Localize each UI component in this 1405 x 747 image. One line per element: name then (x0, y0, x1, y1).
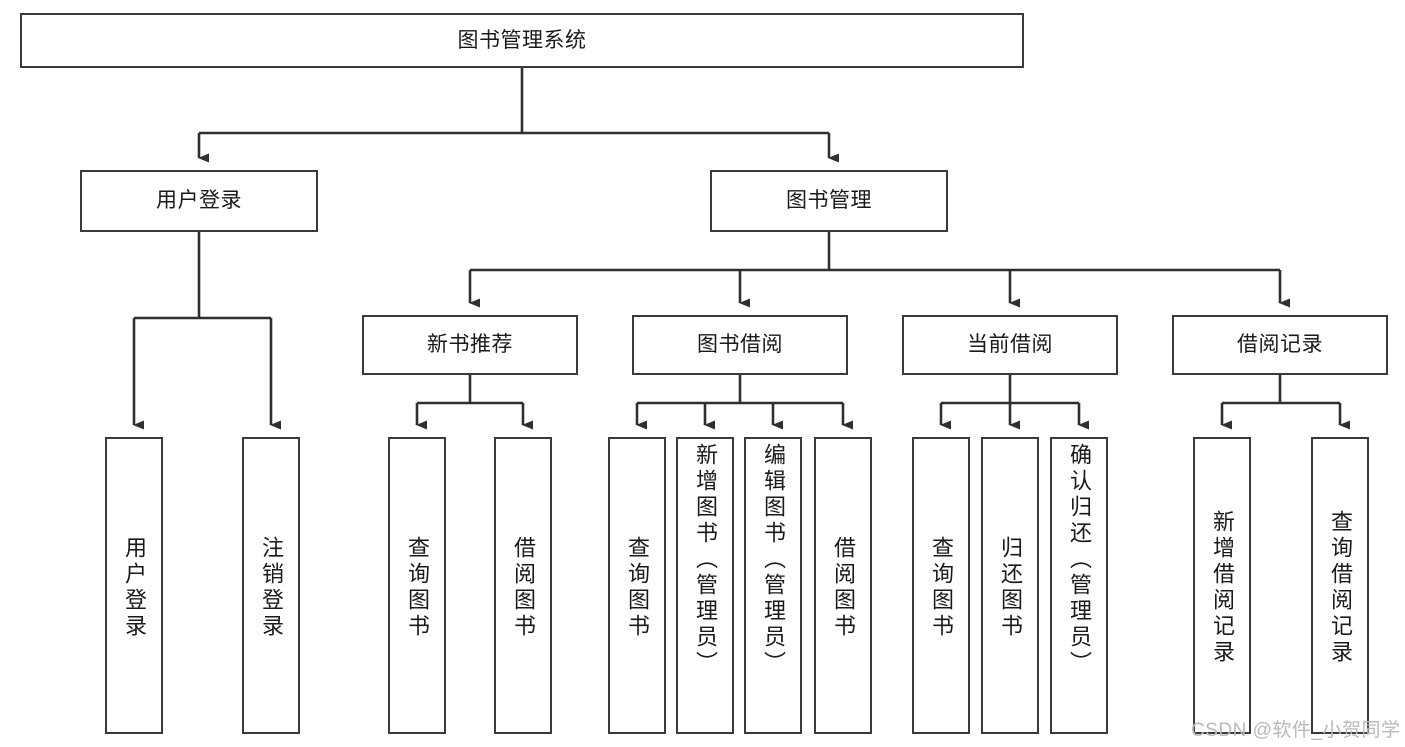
leaf-user-login-login[interactable]: 用户登录 (105, 437, 163, 734)
node-label: 图书管理系统 (457, 28, 587, 52)
leaf-current-return-book[interactable]: 归还图书 (981, 437, 1039, 734)
leaf-borrow-borrow-book[interactable]: 借阅图书 (814, 437, 872, 734)
node-label: 借阅图书 (831, 535, 856, 640)
leaf-borrow-edit-book-admin[interactable]: 编辑图书（管理员） (744, 437, 802, 734)
node-label: 新增借阅记录 (1210, 509, 1235, 666)
node-new-book-recommend[interactable]: 新书推荐 (362, 315, 578, 375)
node-label: 用户登录 (156, 189, 242, 213)
node-label: 当前借阅 (967, 333, 1053, 357)
node-user-login[interactable]: 用户登录 (80, 170, 318, 232)
node-current-borrow[interactable]: 当前借阅 (902, 315, 1118, 375)
node-label: 借阅记录 (1237, 333, 1323, 357)
node-label: 查询借阅记录 (1328, 509, 1353, 666)
leaf-record-query-record[interactable]: 查询借阅记录 (1311, 437, 1369, 734)
leaf-recommend-borrow-book[interactable]: 借阅图书 (494, 437, 552, 734)
node-label: 新增图书（管理员） (693, 443, 718, 677)
leaf-borrow-query-book[interactable]: 查询图书 (608, 437, 666, 734)
node-label: 查询图书 (929, 535, 954, 640)
node-label: 新书推荐 (427, 333, 513, 357)
node-book-borrow[interactable]: 图书借阅 (632, 315, 848, 375)
leaf-borrow-add-book-admin[interactable]: 新增图书（管理员） (676, 437, 734, 734)
node-root-system[interactable]: 图书管理系统 (20, 13, 1024, 68)
node-label: 注销登录 (259, 535, 284, 640)
node-label: 图书借阅 (697, 333, 783, 357)
leaf-current-confirm-return-admin[interactable]: 确认归还（管理员） (1050, 437, 1108, 734)
node-borrow-record[interactable]: 借阅记录 (1172, 315, 1388, 375)
node-label: 查询图书 (405, 535, 430, 640)
csdn-watermark: CSDN @软件_小贺同学 (1191, 720, 1401, 741)
node-label: 确认归还（管理员） (1067, 443, 1092, 677)
leaf-record-add-record[interactable]: 新增借阅记录 (1193, 437, 1251, 734)
node-label: 借阅图书 (511, 535, 536, 640)
node-label: 图书管理 (786, 189, 872, 213)
node-label: 查询图书 (625, 535, 650, 640)
node-book-management[interactable]: 图书管理 (710, 170, 948, 232)
node-label: 编辑图书（管理员） (761, 443, 786, 677)
leaf-current-query-book[interactable]: 查询图书 (912, 437, 970, 734)
leaf-recommend-query-book[interactable]: 查询图书 (388, 437, 446, 734)
node-label: 用户登录 (122, 535, 147, 640)
leaf-user-login-logout[interactable]: 注销登录 (242, 437, 300, 734)
node-label: 归还图书 (998, 535, 1023, 640)
